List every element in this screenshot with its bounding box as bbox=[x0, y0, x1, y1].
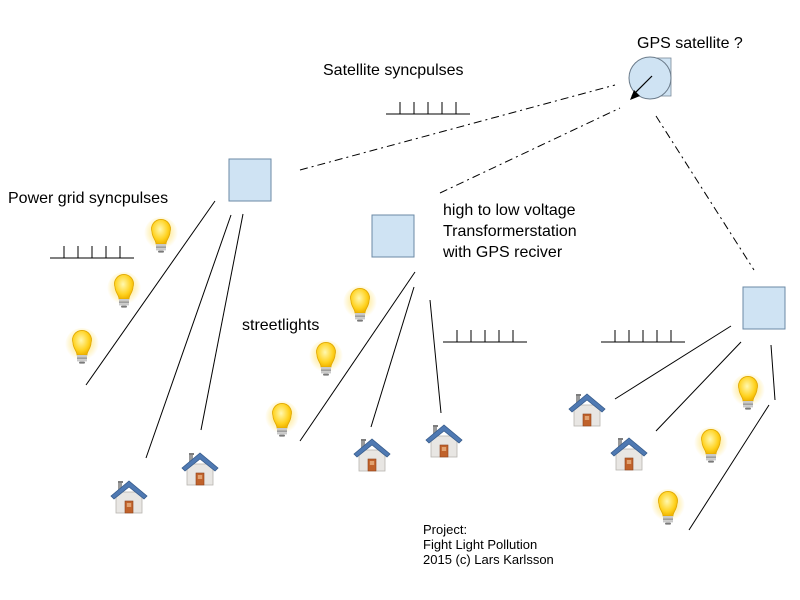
gps-satellite-label: GPS satellite ? bbox=[637, 35, 743, 52]
house-icon bbox=[181, 452, 219, 486]
light-bulb-icon bbox=[64, 327, 100, 365]
power-grid-syncpulses-label: Power grid syncpulses bbox=[8, 190, 169, 207]
house-icon bbox=[353, 438, 391, 472]
transformer-station-icon bbox=[371, 214, 415, 258]
light-bulb-icon bbox=[106, 271, 142, 309]
pulse-train-icon bbox=[49, 245, 135, 259]
light-bulb-icon bbox=[308, 339, 344, 377]
satellite-link-left bbox=[299, 84, 616, 171]
satellite-icon bbox=[628, 56, 672, 100]
satellite-links bbox=[299, 84, 755, 271]
light-bulb-icon bbox=[730, 373, 766, 411]
transformer-station-label: high to low voltage Transformerstation w… bbox=[443, 202, 577, 261]
light-bulb-icon bbox=[693, 426, 729, 464]
light-bulb-icon bbox=[650, 488, 686, 526]
pulse-train-icon bbox=[600, 329, 686, 343]
house-icon bbox=[425, 424, 463, 458]
satellite-link-middle bbox=[439, 107, 621, 194]
house-icon bbox=[610, 437, 648, 471]
house-icon bbox=[568, 393, 606, 427]
project-credit: Project: Fight Light Pollution 2015 (c) … bbox=[423, 522, 554, 567]
satellite-syncpulses-label: Satellite syncpulses bbox=[323, 62, 464, 79]
pulse-train-icon bbox=[442, 329, 528, 343]
satellite-link-right bbox=[655, 115, 755, 271]
light-bulb-icon bbox=[143, 216, 179, 254]
light-bulb-icon bbox=[342, 285, 378, 323]
streetlights-label: streetlights bbox=[242, 317, 320, 334]
transformer-station-icon bbox=[228, 158, 272, 202]
transformer-station-icon bbox=[742, 286, 786, 330]
distribution-lines bbox=[85, 200, 776, 531]
pulse-train-icon bbox=[385, 101, 471, 115]
house-icon bbox=[110, 480, 148, 514]
light-bulb-icon bbox=[264, 400, 300, 438]
